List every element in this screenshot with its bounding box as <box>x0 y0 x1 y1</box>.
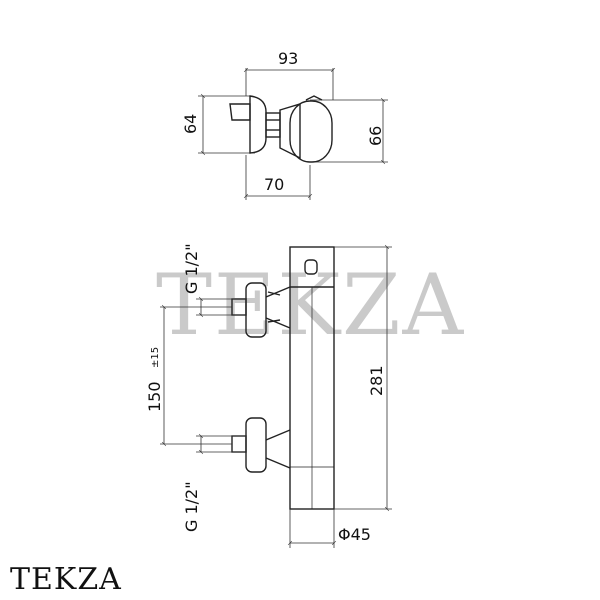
top-view: 93 64 66 70 <box>181 49 388 200</box>
watermark-text: TEKZA <box>156 256 465 354</box>
dim-width-93: 93 <box>278 49 298 68</box>
dim-center-150: 150 <box>145 381 164 412</box>
dim-height-64: 64 <box>181 114 200 134</box>
dim-height-281: 281 <box>367 365 386 396</box>
dim-depth-70: 70 <box>264 175 284 194</box>
thread-label-top: G 1/2" <box>182 243 201 294</box>
dim-diameter-45: Φ45 <box>338 525 371 544</box>
brand-logo: TEKZA <box>10 562 122 597</box>
thread-label-bottom: G 1/2" <box>182 481 201 532</box>
front-view: G 1/2" G 1/2" 150 ±15 281 Φ45 <box>145 243 392 548</box>
dim-height-66: 66 <box>366 126 385 146</box>
dim-tolerance: ±15 <box>150 347 161 368</box>
